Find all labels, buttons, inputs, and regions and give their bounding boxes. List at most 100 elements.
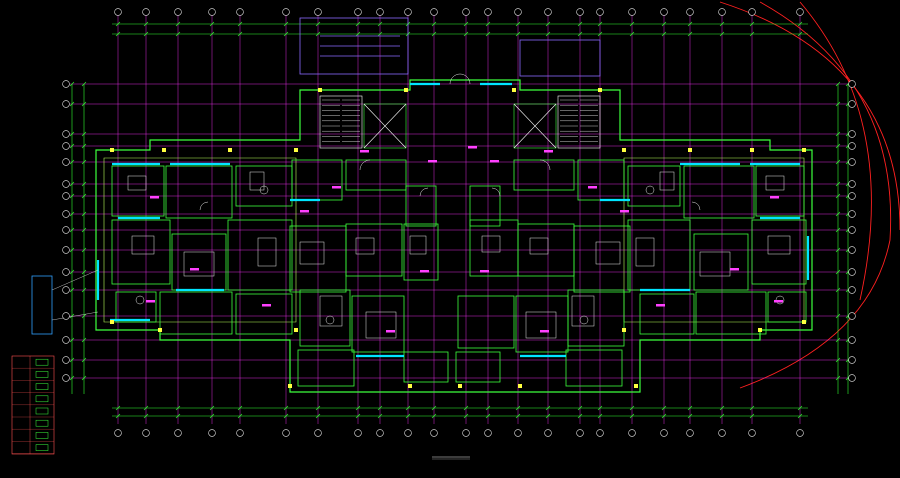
- dimension-tick: [687, 413, 693, 419]
- axis-bubbles-top: [114, 8, 804, 16]
- dimension-tick: [797, 405, 803, 411]
- room-outline: [469, 219, 519, 277]
- dimension-tick: [719, 405, 725, 411]
- dimension-tick: [485, 413, 491, 419]
- round-table: [325, 315, 335, 325]
- door-swings: [199, 73, 701, 211]
- dimension-tick: [377, 21, 383, 27]
- axis-bubble: [236, 429, 244, 437]
- axis-bubble: [376, 429, 384, 437]
- wall-symbol: [35, 358, 49, 366]
- room-walls: [111, 159, 807, 387]
- column-marker: [228, 148, 232, 152]
- dimension-tick: [405, 413, 411, 419]
- room-tag: [656, 304, 665, 307]
- axis-bubbles-bottom: [114, 429, 804, 437]
- column-marker: [518, 384, 522, 388]
- dimension-tick: [835, 337, 841, 343]
- axis-bubble: [430, 8, 438, 16]
- furniture-piece: [765, 175, 785, 191]
- room-outline: [111, 165, 165, 217]
- dimension-tick: [209, 413, 215, 419]
- axis-bubble: [718, 8, 726, 16]
- dimension-tick: [377, 413, 383, 419]
- axis-bubble: [314, 429, 322, 437]
- axis-bubble: [748, 8, 756, 16]
- axis-bubble: [848, 268, 856, 276]
- dimension-tick: [355, 21, 361, 27]
- dimension-tick: [209, 405, 215, 411]
- dimension-tick: [81, 159, 87, 165]
- axis-bubble: [544, 429, 552, 437]
- column-marker: [598, 88, 602, 92]
- dimension-tick: [69, 269, 75, 275]
- axis-bubble: [796, 8, 804, 16]
- dimension-tick: [749, 21, 755, 27]
- furniture-piece: [131, 235, 155, 255]
- axis-bubble: [404, 429, 412, 437]
- room-tag: [190, 268, 199, 271]
- room-tag: [262, 304, 271, 307]
- room-outline: [405, 185, 437, 227]
- room-outline: [403, 223, 439, 281]
- furniture-piece: [127, 175, 147, 191]
- furniture-piece: [365, 311, 397, 339]
- room-outline: [565, 349, 623, 387]
- column-marker: [294, 148, 298, 152]
- axis-bubble: [848, 130, 856, 138]
- axis-bubbles-right: [848, 80, 856, 382]
- dimension-tick: [545, 413, 551, 419]
- dimension-tick: [431, 413, 437, 419]
- dimension-tick: [597, 413, 603, 419]
- room-tag: [332, 186, 341, 189]
- room-outline: [165, 165, 233, 219]
- dimension-tick: [283, 413, 289, 419]
- drain-symbol: [35, 432, 49, 439]
- dimension-tick: [797, 413, 803, 419]
- dimension-tick: [835, 247, 841, 253]
- column-marker: [110, 148, 114, 152]
- axis-bubble: [62, 180, 70, 188]
- axis-bubble: [848, 246, 856, 254]
- dimension-tick: [115, 405, 121, 411]
- room-outline: [351, 295, 405, 353]
- dimension-tick: [143, 31, 149, 37]
- dimension-tick: [115, 413, 121, 419]
- axis-bubble: [62, 80, 70, 88]
- room-tag: [150, 196, 159, 199]
- room-outline: [577, 159, 625, 201]
- dimension-tick: [749, 31, 755, 37]
- column-marker: [750, 148, 754, 152]
- axis-bubbles-left: [62, 80, 70, 382]
- dimension-tick: [237, 405, 243, 411]
- dimension-tick: [237, 31, 243, 37]
- dimension-tick: [69, 211, 75, 217]
- dimension-tick: [835, 159, 841, 165]
- axis-bubble: [314, 8, 322, 16]
- dimension-tick: [315, 21, 321, 27]
- room-outline: [291, 159, 343, 201]
- dimension-tick: [209, 21, 215, 27]
- column-marker: [622, 328, 626, 332]
- axis-bubble: [848, 210, 856, 218]
- furniture-piece: [481, 235, 501, 253]
- room-outline: [751, 219, 807, 285]
- dimension-tick: [69, 181, 75, 187]
- dimension-tick: [515, 413, 521, 419]
- axis-bubble: [62, 246, 70, 254]
- axis-bubble: [686, 429, 694, 437]
- dimension-tick: [69, 131, 75, 137]
- dimension-tick: [283, 21, 289, 27]
- room-outline: [345, 159, 407, 191]
- dimension-tick: [749, 413, 755, 419]
- column-marker: [622, 148, 626, 152]
- dimension-tick: [115, 21, 121, 27]
- dimension-tick: [69, 159, 75, 165]
- room-outline: [639, 293, 695, 335]
- dimension-tick: [431, 21, 437, 27]
- axis-bubble: [62, 268, 70, 276]
- room-outline: [457, 295, 515, 349]
- column-marker: [110, 320, 114, 324]
- dimension-tick: [81, 357, 87, 363]
